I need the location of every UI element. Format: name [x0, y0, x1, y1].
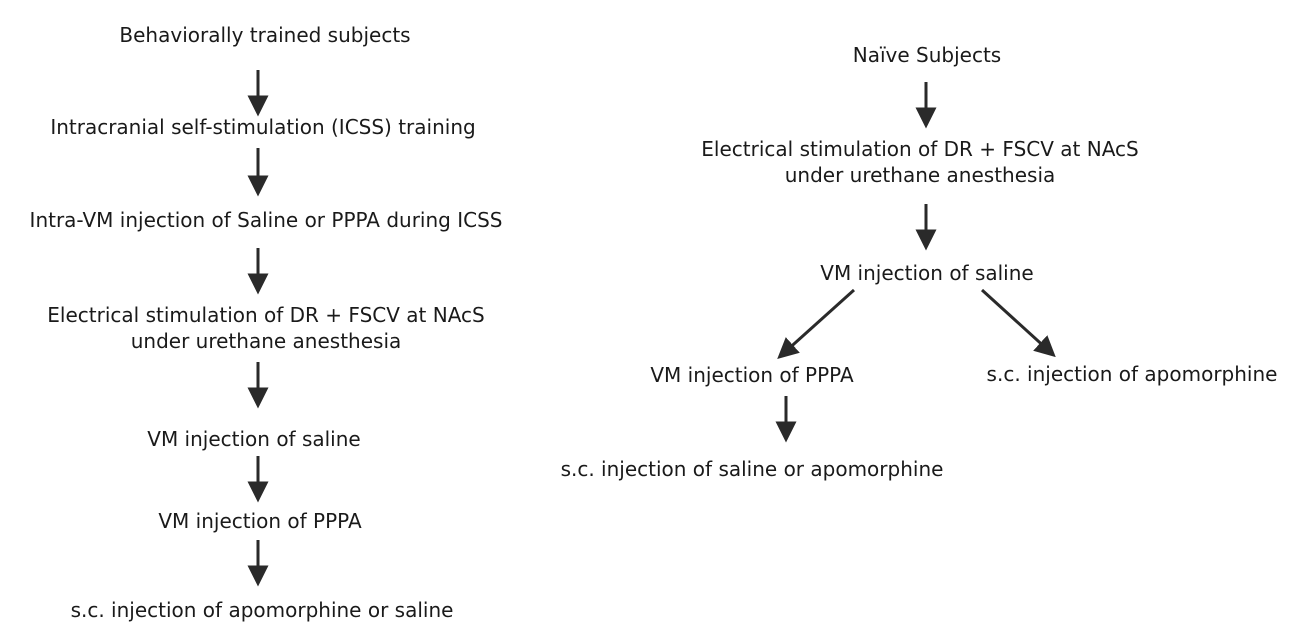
left-step-1: Behaviorally trained subjects [119, 22, 410, 48]
right-branch-right-step-1-text: s.c. injection of apomorphine [986, 362, 1278, 386]
right-step-3-text: VM injection of saline [820, 261, 1034, 285]
left-step-3-text: Intra-VM injection of Saline or PPPA dur… [29, 208, 503, 232]
left-step-4-text-2: under urethane anesthesia [130, 329, 402, 353]
left-step-4-text-1: Electrical stimulation of DR + FSCV at N… [47, 303, 485, 327]
right-step-2-text-2: under urethane anesthesia [784, 163, 1056, 187]
left-step-6: VM injection of PPPA [158, 508, 361, 534]
right-branch-right-step-1: s.c. injection of apomorphine [987, 361, 1278, 387]
right-step-2: Electrical stimulation of DR + FSCV at N… [701, 136, 1138, 188]
left-step-7: s.c. injection of apomorphine or saline [71, 597, 454, 623]
right-branch-left-step-1-text: VM injection of PPPA [650, 363, 854, 387]
left-step-6-text: VM injection of PPPA [158, 509, 362, 533]
right-step-1-text: Naïve Subjects [852, 43, 1002, 67]
right-branch-left-step-2-text: s.c. injection of saline or apomorphine [560, 457, 944, 481]
right-branch-left-step-2: s.c. injection of saline or apomorphine [561, 456, 944, 482]
left-step-1-text: Behaviorally trained subjects [119, 23, 411, 47]
right-step-1: Naïve Subjects [853, 42, 1001, 68]
left-step-5-text: VM injection of saline [147, 427, 361, 451]
arrow-right-branch-right [980, 288, 1056, 358]
right-branch-left-step-1: VM injection of PPPA [650, 362, 853, 388]
left-step-5: VM injection of saline [147, 426, 360, 452]
left-step-2: Intracranial self-stimulation (ICSS) tra… [50, 114, 475, 140]
left-step-7-text: s.c. injection of apomorphine or saline [70, 598, 454, 622]
right-step-3: VM injection of saline [820, 260, 1033, 286]
arrow-right-branch-left [777, 288, 856, 360]
right-step-2-text-1: Electrical stimulation of DR + FSCV at N… [701, 137, 1139, 161]
left-step-2-text: Intracranial self-stimulation (ICSS) tra… [50, 115, 476, 139]
left-step-3: Intra-VM injection of Saline or PPPA dur… [30, 207, 503, 233]
left-step-4: Electrical stimulation of DR + FSCV at N… [47, 302, 484, 354]
